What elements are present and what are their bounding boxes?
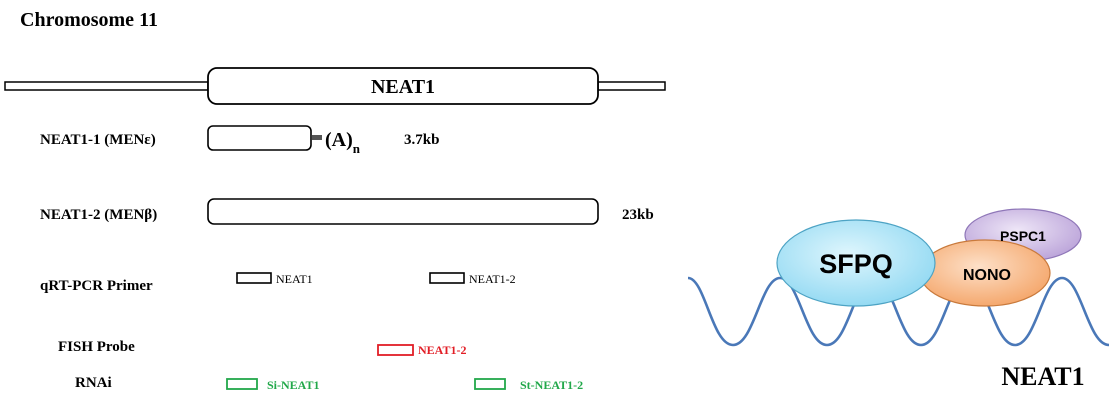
- isoform-label: NEAT1-1 (MENε): [40, 132, 156, 148]
- nono-label: NONO: [963, 267, 1011, 284]
- rna-wave: [687, 276, 1110, 347]
- probe-label: NEAT1: [276, 272, 313, 286]
- pspc1-label: PSPC1: [1000, 228, 1046, 244]
- track-fish: FISH Probe NEAT1-2: [58, 339, 466, 357]
- isoform-box: [207, 198, 599, 225]
- primer-box: [236, 272, 272, 284]
- isoform-neat1-2: NEAT1-2 (MENβ) 23kb: [40, 198, 654, 225]
- chromosome-title: Chromosome 11: [20, 9, 158, 31]
- sfpq-label: SFPQ: [819, 249, 893, 279]
- probe-label: St-NEAT1-2: [520, 378, 583, 392]
- probe-label: NEAT1-2: [418, 343, 466, 357]
- probe-label: NEAT1-2: [469, 272, 516, 286]
- protein-complex: SFPQ NONO PSPC1 NEAT1: [687, 208, 1110, 391]
- gene-box: [207, 67, 599, 105]
- track-qrt-pcr: qRT-PCR Primer NEAT1 NEAT1-2: [40, 272, 516, 294]
- isoform-label: NEAT1-2 (MENβ): [40, 207, 157, 223]
- gene-locus: NEAT1: [4, 67, 666, 105]
- fish-probe-box: [377, 344, 414, 356]
- isoform-neat1-1: NEAT1-1 (MENε) (A)n 3.7kb: [40, 125, 439, 156]
- flank-right: [597, 81, 666, 91]
- flank-left: [4, 81, 209, 91]
- isoform-box: [207, 125, 312, 151]
- primer-box: [429, 272, 465, 284]
- rnai-box: [226, 378, 258, 390]
- track-label: RNAi: [75, 375, 112, 391]
- polya-tail-base: (A): [325, 129, 353, 151]
- track-rnai: RNAi Si-NEAT1 St-NEAT1-2: [75, 375, 583, 392]
- rnai-box: [474, 378, 506, 390]
- track-label: qRT-PCR Primer: [40, 278, 153, 294]
- track-label: FISH Probe: [58, 339, 135, 355]
- rna-label: NEAT1: [1001, 362, 1084, 391]
- isoform-size: 23kb: [622, 207, 654, 223]
- gene-label: NEAT1: [371, 76, 435, 98]
- sfpq-protein: [776, 219, 936, 307]
- polya-linker: [312, 135, 322, 140]
- polya-tail: (A)n: [325, 129, 361, 156]
- probe-label: Si-NEAT1: [267, 378, 319, 392]
- isoform-size: 3.7kb: [404, 132, 439, 148]
- polya-tail-sub: n: [353, 141, 361, 156]
